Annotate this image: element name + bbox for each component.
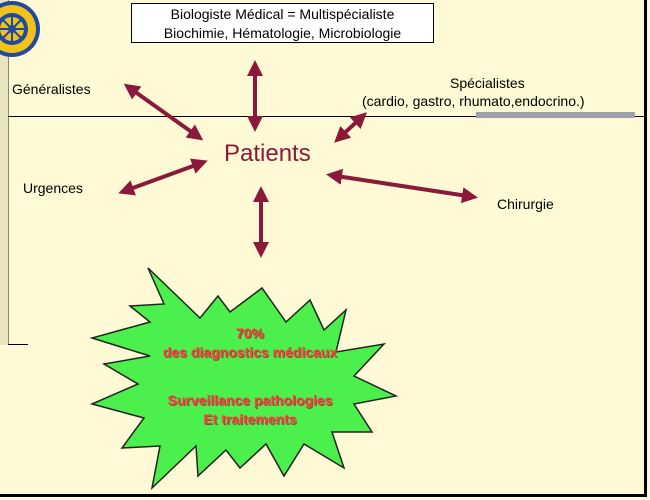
star-stat-text: 70% des diagnostics médicaux bbox=[100, 324, 400, 362]
node-generalistes: Généralistes bbox=[12, 81, 91, 97]
biologist-box: Biologiste Médical = Multispécialiste Bi… bbox=[131, 3, 434, 43]
node-specialistes-detail: (cardio, gastro, rhumato,endocrino.) bbox=[362, 93, 585, 109]
arrow-chirurgie bbox=[326, 168, 478, 204]
star-line3: Surveillance pathologies bbox=[167, 392, 333, 408]
node-urgences: Urgences bbox=[23, 180, 83, 196]
node-specialistes: Spécialistes bbox=[450, 75, 525, 91]
star-line2: des diagnostics médicaux bbox=[162, 344, 338, 360]
star-line1: 70% bbox=[235, 325, 265, 341]
header-rule bbox=[8, 116, 644, 117]
center-patients: Patients bbox=[224, 140, 311, 167]
arrow-specialistes bbox=[334, 112, 367, 143]
starburst-shape bbox=[89, 267, 399, 491]
side-strip bbox=[0, 0, 9, 345]
star-monitoring-text: Surveillance pathologies Et traitements bbox=[100, 391, 400, 429]
node-chirurgie: Chirurgie bbox=[497, 196, 554, 212]
arrow-generalistes bbox=[123, 83, 204, 141]
biologist-box-line1: Biologiste Médical = Multispécialiste bbox=[170, 6, 395, 22]
rotary-logo bbox=[0, 1, 40, 57]
star-line4: Et traitements bbox=[203, 411, 297, 427]
biologist-box-line2: Biochimie, Hématologie, Microbiologie bbox=[163, 25, 402, 41]
arrow-urgences bbox=[118, 158, 208, 196]
underline-highlight bbox=[476, 112, 635, 118]
footer-rule bbox=[8, 344, 28, 345]
